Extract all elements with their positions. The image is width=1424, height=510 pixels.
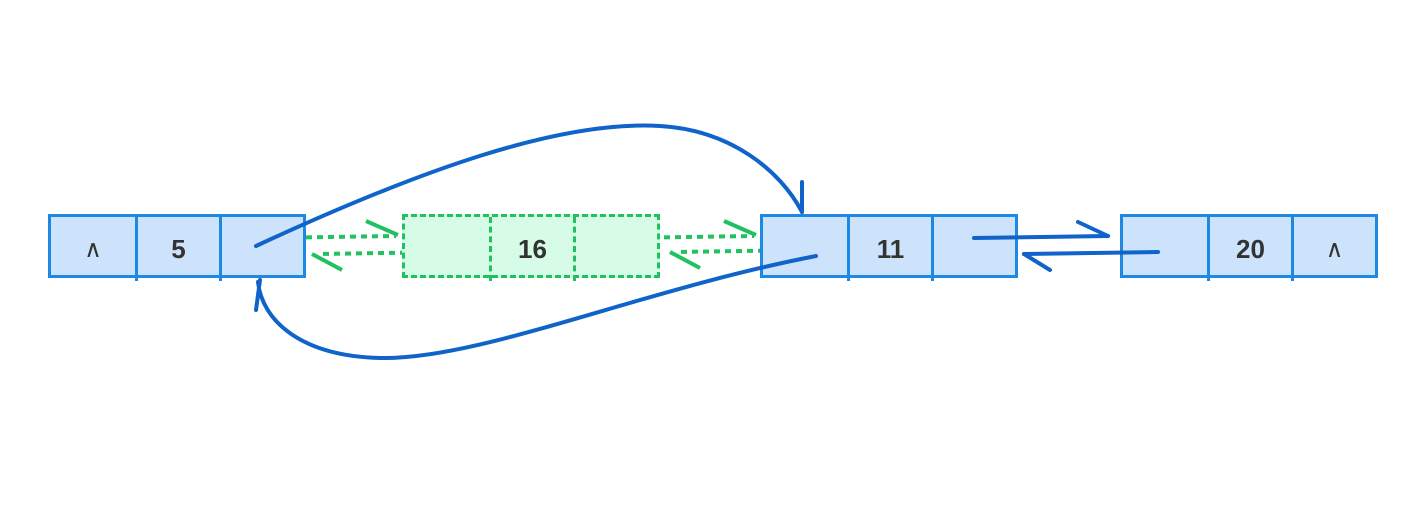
prev-pointer-cell <box>763 217 847 281</box>
value-cell: 20 <box>1207 217 1291 281</box>
list-node: ∧ 5 <box>48 214 306 281</box>
old-prev-arrowhead-11-to-16 <box>669 250 701 270</box>
prev-pointer-cell <box>405 217 489 281</box>
old-prev-arrowhead-16-to-5 <box>311 252 343 272</box>
next-pointer-cell <box>573 217 657 281</box>
list-node: 11 <box>760 214 1018 281</box>
list-node: 20 ∧ <box>1120 214 1378 281</box>
value-cell: 11 <box>847 217 931 281</box>
next-pointer-cell: ∧ <box>1291 217 1375 281</box>
prev-pointer-cell: ∧ <box>84 235 102 263</box>
next-pointer-cell <box>931 217 1015 281</box>
value-cell: 5 <box>135 217 219 281</box>
value-cell: 16 <box>489 217 573 281</box>
old-next-arrowhead-5-to-16 <box>365 219 399 237</box>
removed-list-node: 16 <box>402 214 660 281</box>
next-pointer-cell <box>219 217 303 281</box>
prev-pointer-cell <box>1123 217 1207 281</box>
old-next-arrowhead-16-to-11 <box>723 219 757 237</box>
